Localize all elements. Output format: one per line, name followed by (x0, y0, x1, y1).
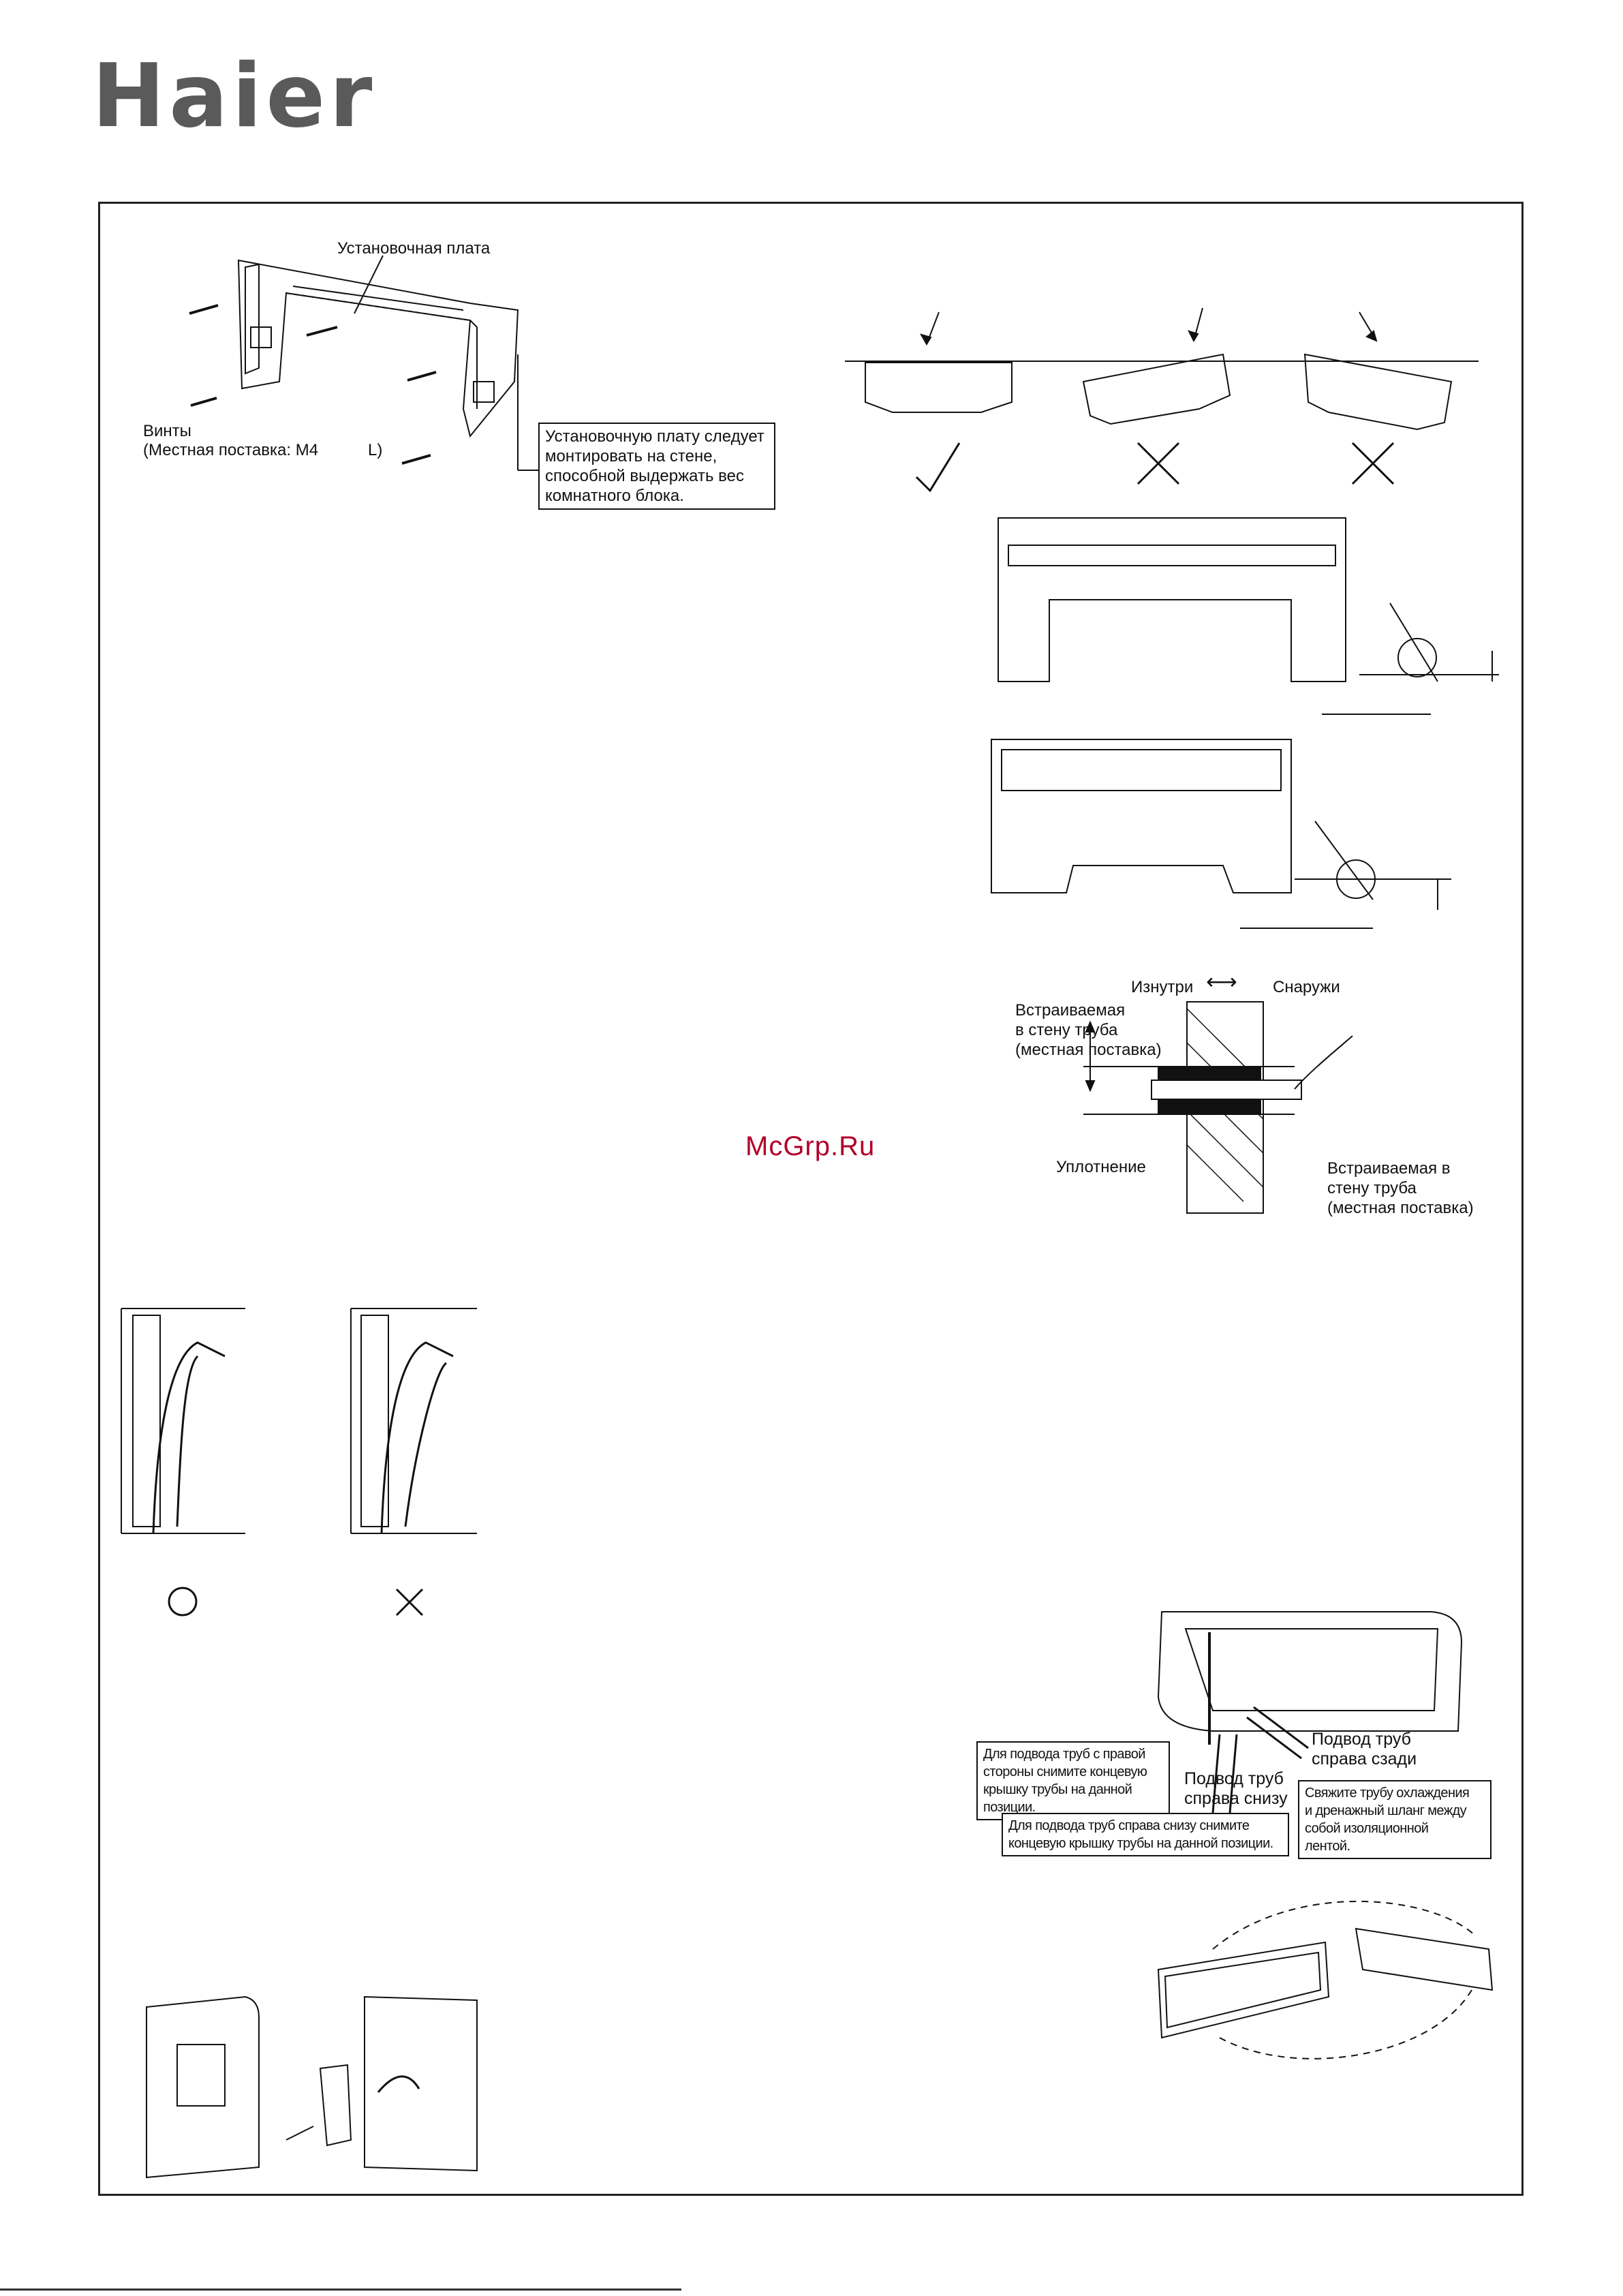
bottom-piping-label: Подвод труб справа снизу (1184, 1769, 1288, 1809)
bind-pipe-line: собой изоляционной (1305, 1821, 1429, 1836)
right-cover-line: крышку трубы на данной позиции. (983, 1782, 1132, 1815)
right-cover-note: Для подвода труб с правой стороны снимит… (976, 1741, 1170, 1820)
wall-section-figure (1083, 1001, 1353, 1214)
bottom-cover-line: Для подвода труб справа снизу снимите (1008, 1818, 1250, 1833)
hooking-unit-figure (1157, 1901, 1494, 2060)
wall-pipe-label: Встраиваемая в стену труба (местная пост… (1015, 1000, 1162, 1060)
right-cover-line: стороны снимите концевую (983, 1764, 1147, 1779)
screws-spec: (Местная поставка: M4 (143, 441, 319, 459)
wall-pipe-line: в стену труба (1015, 1021, 1118, 1039)
piping-exit-figure (1157, 1611, 1463, 1813)
plate-dimension-figure (991, 517, 1499, 929)
wall-pipe-line: (местная поставка) (1015, 1041, 1162, 1059)
seal-label: Уплотнение (1056, 1158, 1146, 1176)
bottom-cover-note: Для подвода труб справа снизу снимите ко… (1002, 1813, 1289, 1856)
rear-piping-label: Подвод труб справа сзади (1312, 1730, 1417, 1769)
plate-note-line: Установочную плату следует (545, 427, 764, 446)
screws-label: Винты (143, 422, 191, 440)
wall-pipe2-label: Встраиваемая в стену труба (местная пост… (1327, 1159, 1474, 1218)
direction-arrow-icon: ⟷ (1206, 969, 1237, 994)
bind-pipe-line: лентой. (1305, 1839, 1350, 1854)
watermark: McGrp.Ru (745, 1131, 876, 1161)
bottom-cover-line: концевую крышку трубы на данной позиции. (1008, 1836, 1273, 1851)
bottom-piping-line: справа снизу (1184, 1789, 1288, 1808)
rear-piping-line: Подвод труб (1312, 1730, 1411, 1749)
hose-routing-figure (121, 1308, 477, 1617)
bind-pipe-line: и дренажный шланг между (1305, 1803, 1467, 1818)
plate-label: Установочная плата (337, 239, 491, 258)
content-frame (98, 202, 1524, 2196)
bind-pipe-line: Свяжите трубу охлаждения (1305, 1786, 1470, 1801)
direction-inside: Изнутри (1131, 978, 1194, 996)
wall-pipe2-line: стену труба (1327, 1179, 1417, 1197)
bottom-piping-line: Подвод труб (1184, 1769, 1284, 1788)
plate-note-box: Установочную плату следует монтировать н… (538, 423, 775, 510)
mounting-plate-figure (189, 255, 538, 471)
brand-logo: Haier (92, 46, 377, 147)
plate-note-line: способной выдержать вес (545, 467, 744, 485)
bind-pipe-note: Свяжите трубу охлаждения и дренажный шла… (1298, 1780, 1491, 1859)
footer-rule (0, 2289, 681, 2291)
cover-removal-figure (146, 1995, 478, 2179)
screws-spec-suffix: L) (368, 441, 383, 459)
plate-note-line: комнатного блока. (545, 487, 684, 505)
rear-piping-line: справа сзади (1312, 1749, 1417, 1769)
right-cover-line: Для подвода труб с правой (983, 1747, 1145, 1762)
level-figure (845, 307, 1479, 493)
wall-pipe2-line: (местная поставка) (1327, 1199, 1474, 1217)
plate-note-line: монтировать на стене, (545, 447, 717, 465)
wall-pipe-line: Встраиваемая (1015, 1001, 1126, 1020)
direction-outside: Снаружи (1273, 978, 1340, 996)
wall-pipe2-line: Встраиваемая в (1327, 1159, 1451, 1178)
